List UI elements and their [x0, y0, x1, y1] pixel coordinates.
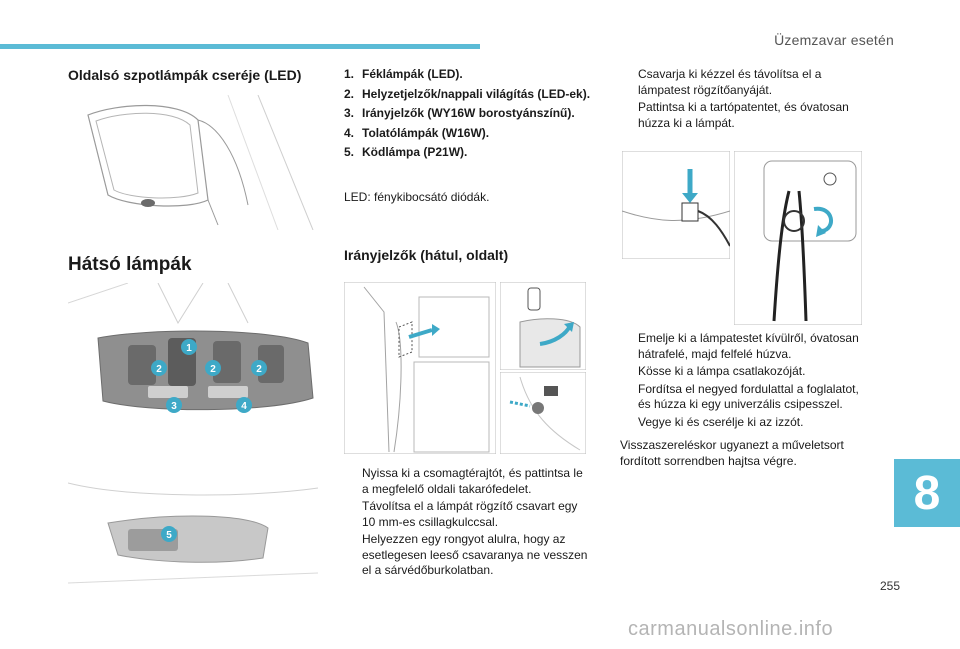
list-item: Pattintsa ki a tartópatentet, és óvatosa…	[638, 100, 849, 130]
list-item: Fordítsa el negyed fordulattal a foglala…	[638, 381, 859, 412]
svg-text:2: 2	[210, 364, 216, 375]
list-item: 1.Féklámpák (LED).	[344, 67, 463, 81]
page-number: 255	[879, 579, 900, 593]
watermark: carmanualsonline.info	[628, 618, 834, 640]
svg-text:4: 4	[241, 401, 247, 412]
chapter-tab: 8	[894, 459, 960, 527]
svg-text:3: 3	[171, 401, 177, 412]
lamp-number-badge-2a: 2	[151, 360, 167, 376]
indicator-steps-list: Nyissa ki a csomagtérajtót, és pattintsa…	[344, 466, 592, 581]
side-mirror-illustration	[87, 95, 314, 230]
reassembly-note: Visszaszereléskor ugyanezt a műveletsort…	[620, 438, 844, 468]
svg-text:2: 2	[256, 364, 262, 375]
lamp-number-badge-3: 3	[166, 397, 182, 413]
list-item: Vegye ki és cserélje ki az izzót.	[638, 414, 804, 429]
lamp-number-badge-5: 5	[161, 526, 177, 542]
cover-removal-illustration	[500, 282, 586, 370]
list-item: 4.Tolatólámpák (W16W).	[344, 125, 490, 140]
lamp-number-badge-2b: 2	[205, 360, 221, 376]
rear-lamps-heading: Hátsó lámpák	[68, 254, 192, 275]
svg-text:2: 2	[156, 364, 162, 375]
lamp-number-badge-2c: 2	[251, 360, 267, 376]
list-item: 3.Irányjelzők (WY16W borostyánszínű).	[344, 106, 575, 120]
trunk-illustration	[344, 282, 496, 454]
rear-lamps-illustration: 1 2 2 2 3 4 5	[68, 283, 318, 584]
lamp-types-list: 1.Féklámpák (LED). 2.Helyzetjelzők/nappa…	[344, 67, 594, 165]
chapter-header-title: Üzemzavar esetén	[774, 32, 894, 48]
lamp-number-badge-1: 1	[181, 339, 197, 355]
list-item: Távolítsa el a lámpát rögzítő csavart eg…	[362, 499, 578, 529]
lamp-number-badge-4: 4	[236, 397, 252, 413]
list-item: Emelje ki a lámpatestet kívülről, óvatos…	[638, 331, 859, 361]
list-item: Helyezzen egy rongyot alulra, hogy az es…	[362, 532, 588, 577]
list-item: Csavarja ki kézzel és távolítsa el a lám…	[638, 67, 822, 97]
header-accent-bar	[0, 44, 480, 49]
screw-removal-illustration	[500, 372, 586, 454]
list-item: 2.Helyzetjelzők/nappali világítás (LED-e…	[344, 86, 591, 101]
svg-text:5: 5	[166, 530, 172, 541]
led-note: LED: fénykibocsátó diódák.	[344, 190, 490, 204]
list-item: Nyissa ki a csomagtérajtót, és pattintsa…	[362, 466, 583, 496]
indicators-heading: Irányjelzők (hátul, oldalt)	[344, 247, 509, 263]
lamp-nut-steps-list: Csavarja ki kézzel és távolítsa el a lám…	[620, 67, 870, 133]
list-item: Kösse ki a lámpa csatlakozóját.	[638, 364, 806, 378]
connector-illustration	[622, 151, 730, 259]
svg-text:1: 1	[186, 343, 192, 354]
socket-pliers-illustration	[734, 151, 862, 325]
bulb-steps-list: Emelje ki a lámpatestet kívülről, óvatos…	[620, 331, 870, 432]
side-lamp-heading: Oldalsó szpotlámpák cseréje (LED)	[68, 67, 302, 83]
list-item: 5.Ködlámpa (P21W).	[344, 145, 468, 159]
